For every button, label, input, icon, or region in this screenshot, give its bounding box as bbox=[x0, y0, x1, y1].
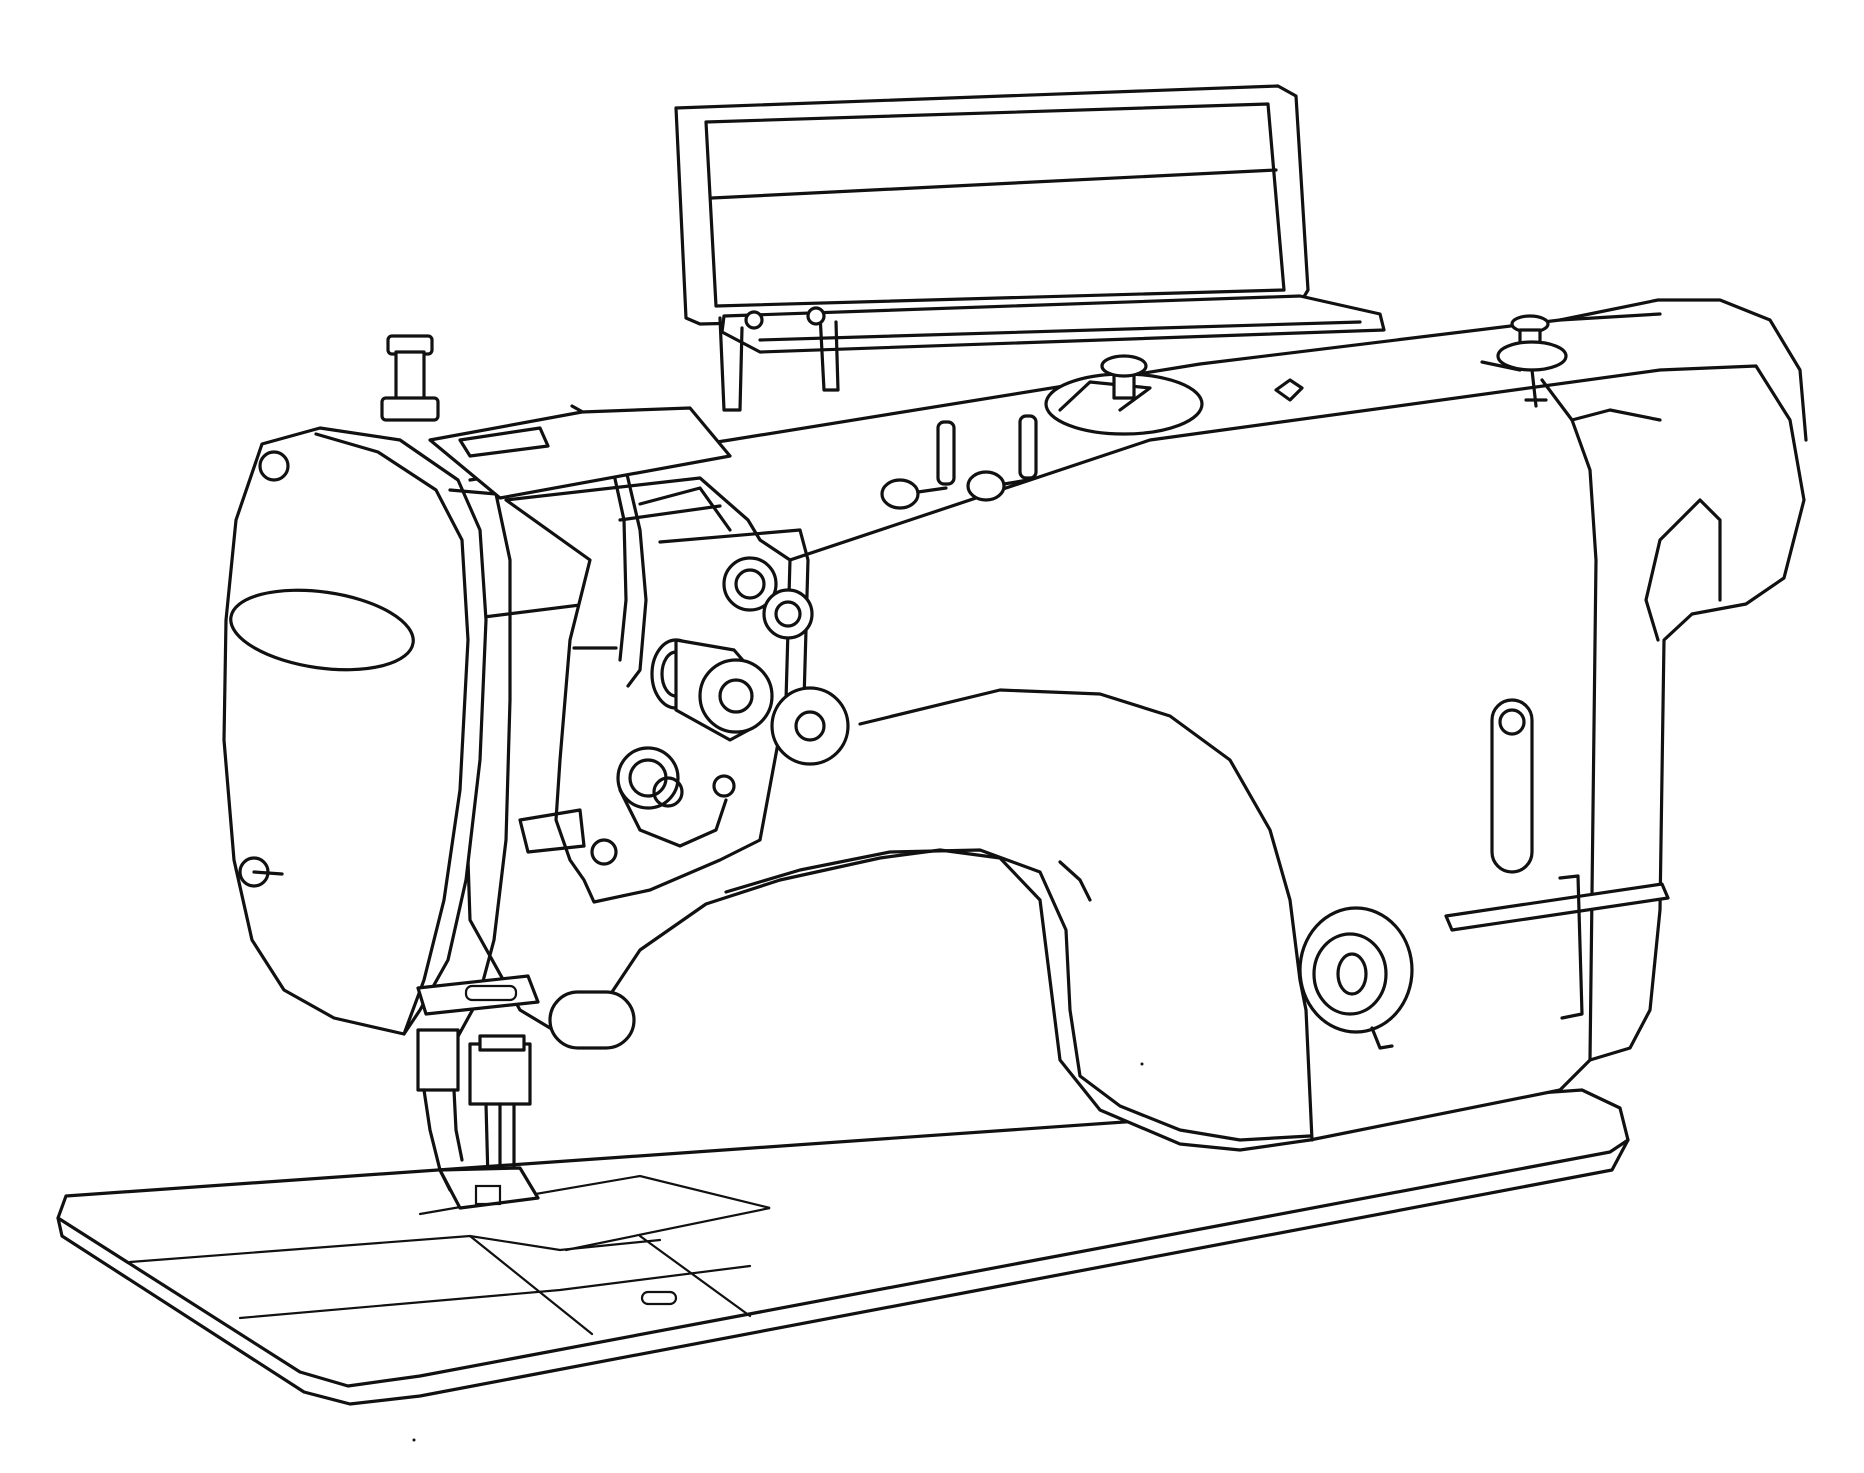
stitch-regulator bbox=[1490, 698, 1534, 874]
machine-arm bbox=[458, 298, 1808, 1152]
side-pad bbox=[548, 990, 636, 1050]
thread-guard-panel bbox=[674, 84, 1386, 412]
top-plate bbox=[380, 334, 732, 500]
thread-guides bbox=[880, 414, 1038, 510]
tension-assembly bbox=[518, 556, 850, 866]
right-thread-tension bbox=[1480, 314, 1568, 408]
pillar-knob bbox=[1298, 906, 1414, 1050]
machine-bed bbox=[56, 1088, 1630, 1406]
stray-dot bbox=[412, 1438, 416, 1442]
bobbin-winder bbox=[1044, 354, 1304, 436]
reverse-lever bbox=[1444, 874, 1670, 1020]
head-cover bbox=[222, 426, 512, 1042]
stray-dot bbox=[1140, 1062, 1144, 1066]
needle-assembly bbox=[416, 974, 540, 1210]
